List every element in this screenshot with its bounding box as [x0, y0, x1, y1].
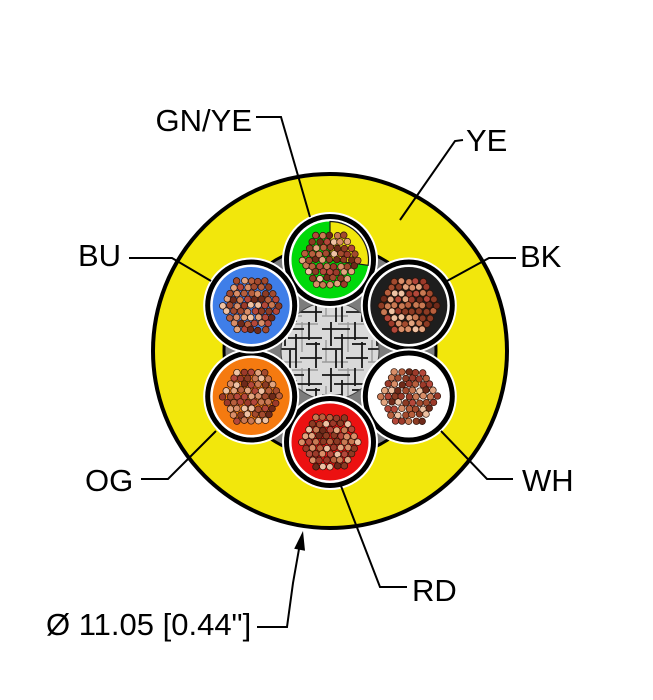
dimension-arrowhead-icon [294, 531, 305, 551]
leader-bu [129, 257, 212, 282]
leader-rd [340, 485, 407, 588]
conductor-bk [360, 257, 457, 354]
conductor-og [203, 348, 300, 445]
label-rd: RD [412, 573, 457, 608]
label-ye: YE [466, 123, 507, 158]
callout-labels: GN/YE YE BU BK OG WH RD Ø 11.05 [0.44"] [46, 103, 574, 642]
leader-lines [129, 116, 516, 628]
conductor-rd [282, 394, 378, 490]
dimension-leader [257, 548, 300, 628]
copper-strands [218, 368, 283, 425]
leader-wh [440, 430, 513, 480]
conductor-gnye [282, 212, 378, 308]
copper-strands [298, 231, 362, 289]
label-bk: BK [520, 239, 562, 274]
leader-og [141, 430, 217, 480]
dimension-label: Ø 11.05 [0.44"] [46, 607, 251, 642]
conductor-group [203, 212, 457, 490]
label-gnye: GN/YE [156, 103, 252, 138]
copper-strands [377, 277, 441, 334]
copper-strands [377, 368, 442, 425]
conductor-wh [360, 348, 457, 445]
leader-gnye [256, 116, 311, 218]
leader-bk [446, 257, 516, 282]
conductor-bu [203, 257, 300, 354]
label-bu: BU [78, 238, 121, 273]
copper-strands [298, 413, 362, 471]
label-og: OG [85, 463, 133, 498]
leader-ye [399, 139, 464, 221]
copper-strands [219, 277, 283, 335]
label-wh: WH [522, 463, 574, 498]
